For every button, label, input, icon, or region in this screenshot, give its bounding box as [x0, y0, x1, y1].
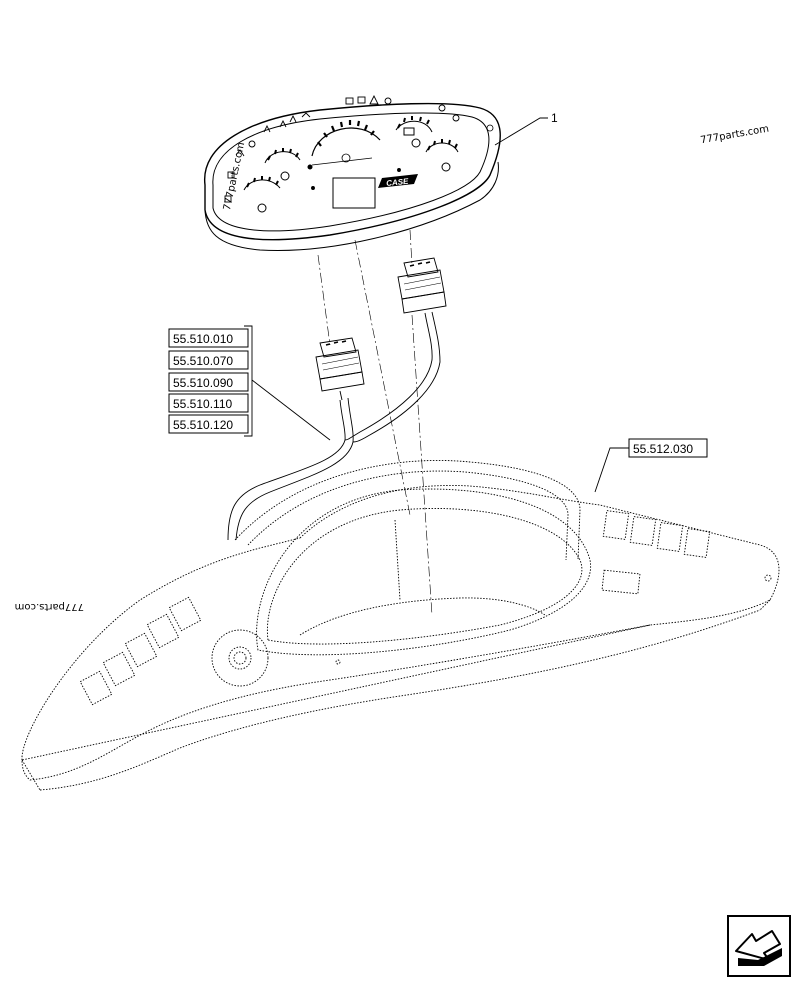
- oil-gauge: [264, 148, 301, 181]
- voltage-gauge: [243, 176, 281, 213]
- return-arrow-icon[interactable]: [727, 915, 791, 977]
- warning-lamp-icons: [224, 94, 460, 203]
- watermark-console: 777parts.com: [15, 601, 84, 612]
- console-ref-label[interactable]: 55.512.030: [633, 442, 693, 456]
- console-ref-box: [594, 438, 708, 493]
- group-ref-stack: [168, 325, 331, 441]
- cluster-brand: CASE: [386, 177, 410, 188]
- group-ref-label[interactable]: 55.510.110: [173, 397, 232, 411]
- callout-item-1: [494, 117, 548, 146]
- dash-console: [21, 460, 780, 791]
- tachometer-scale: [317, 120, 375, 147]
- temp-gauge: [425, 139, 459, 172]
- instrument-cluster: [204, 94, 501, 251]
- watermark-cluster: 777parts.com: [222, 141, 247, 211]
- group-ref-label[interactable]: 55.510.070: [173, 354, 233, 368]
- callout-item-number: 1: [551, 111, 558, 125]
- fuel-gauge: [395, 116, 433, 148]
- watermark-top-right: 777parts.com: [700, 123, 770, 146]
- group-ref-label[interactable]: 55.510.010: [173, 332, 233, 346]
- connector-left: [315, 337, 365, 401]
- group-ref-label[interactable]: 55.510.120: [173, 418, 233, 432]
- group-ref-label[interactable]: 55.510.090: [173, 376, 233, 390]
- connector-right: [397, 257, 447, 314]
- wire-harness: [227, 229, 447, 616]
